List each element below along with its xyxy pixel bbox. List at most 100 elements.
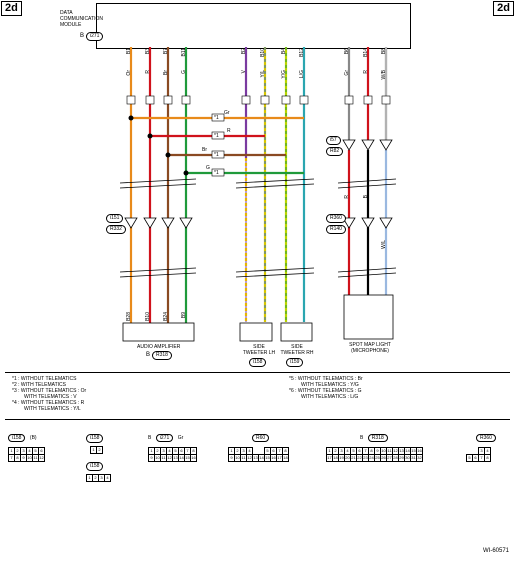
note-row: *3 : WITHOUT TELEMATICS : Or (12, 388, 86, 394)
connector-view-id: R360 (476, 434, 496, 442)
cross-color-label: Gr (224, 110, 230, 116)
data-communication-module-box (96, 3, 411, 49)
dcm-title: DATA COMMUNICATION MODULE (60, 10, 103, 28)
divider (5, 372, 510, 373)
note-row: *5 : WITHOUT TELEMATICS : Br (289, 376, 363, 382)
pin-label: B4 (281, 48, 287, 55)
dcm-title-line3: MODULE (60, 22, 82, 28)
pin-label: B10 (145, 312, 151, 321)
audio-amplifier-label: AUDIO AMPLIFIER (137, 344, 181, 350)
note-text: : WITHOUT TELEMATICS : R (18, 400, 85, 406)
wire-color-label: Br (163, 70, 169, 75)
spot-light-line2: (MICROPHONE) (351, 348, 389, 354)
audio-amp-conn-prefix: B (146, 352, 151, 358)
connector-view-prefix: B (360, 435, 364, 441)
connector-view-id: i158 (86, 434, 104, 443)
pin-label: B12 (299, 48, 305, 57)
connector-view-prefix: B (148, 435, 152, 441)
connector-view-id: i158 (8, 434, 26, 442)
pin-label: B28 (126, 312, 132, 321)
connector-view-id: R60 (252, 434, 270, 442)
connector-view-id: R318 (367, 434, 388, 442)
connector-r82: R82 (326, 147, 344, 156)
wire-color-label: Y/G (281, 70, 287, 79)
notes-right: *5 : WITHOUT TELEMATICS : Br WITH TELEMA… (289, 376, 363, 400)
note-text: : WITHOUT TELEMATICS : Br (295, 376, 363, 382)
page-tag-right: 2d (493, 1, 514, 16)
connector-view-extra: Gr (177, 435, 184, 441)
tweeter-lh-label: SIDE TWEETER LH (242, 344, 276, 356)
pin-label: B8 (381, 48, 387, 55)
pin-label: B3 (145, 48, 151, 55)
wire-color-label: W/L (381, 240, 387, 249)
pin-label: B7 (163, 48, 169, 55)
connector-triangles (124, 139, 393, 229)
pin-label: B1 (126, 48, 132, 55)
dcm-title-line1: DATA (60, 10, 73, 16)
tweeter-lh-line2: TWEETER LH (242, 350, 276, 356)
cross-note: *1 (214, 133, 219, 139)
pin-label: B14 (363, 48, 369, 57)
wire-color-label: Or (126, 70, 132, 76)
wire-color-label: Y/L (260, 70, 266, 78)
spot-light-label: SPOT MAP LIGHT (MICROPHONE) (345, 342, 395, 354)
splice-markers (126, 95, 391, 177)
note-row: *1 : WITHOUT TELEMATICS (12, 376, 86, 382)
note-row: *4 : WITHOUT TELEMATICS : R (12, 400, 86, 406)
cross-note: *1 (214, 152, 219, 158)
cross-note: *1 (214, 115, 219, 121)
connector-r332: R332 (106, 225, 126, 234)
cross-color-label: G (206, 165, 210, 171)
note-row: *6 : WITHOUT TELEMATICS : G (289, 388, 363, 394)
pin-label: B11 (181, 48, 187, 57)
wiring-diagram (119, 47, 397, 342)
connector-i57: i57 (326, 136, 341, 145)
note-row: WITH TELEMATICS : Y/L (24, 406, 81, 412)
connector-r140: R140 (326, 225, 346, 234)
tweeter-lh-connector: i158 (249, 358, 267, 367)
wire-color-label: W/B (381, 70, 387, 80)
note-key: *6 (289, 388, 294, 394)
tweeter-rh-line2: TWEETER RH (280, 350, 314, 356)
pin-label: B6 (344, 48, 350, 55)
wire-color-label: Gr (344, 70, 350, 76)
bottom-boxes (122, 294, 394, 342)
notes-left: *1 : WITHOUT TELEMATICS *2 : WITH TELEMA… (12, 376, 86, 412)
note-text: : WITHOUT TELEMATICS : Or (18, 388, 87, 394)
connector-r360: R360 (326, 214, 346, 223)
dcm-connector-id: i271 (86, 32, 104, 41)
connector-view-id: i271 (155, 434, 174, 442)
page-tag-left: 2d (1, 1, 22, 16)
junction-dots (128, 115, 189, 176)
divider (5, 419, 510, 420)
wire-color-label: R (145, 70, 151, 74)
figure-code: WI-60571 (482, 548, 509, 554)
tweeter-lh-line1: SIDE (253, 344, 265, 350)
connector-i151: i151 (106, 214, 124, 223)
wire-color-label: G (181, 70, 187, 74)
spot-light-line1: SPOT MAP LIGHT (349, 342, 391, 348)
pin-label: B24 (163, 312, 169, 321)
note-key: *2 (12, 382, 17, 388)
note-key: *1 (12, 376, 17, 382)
note-text: : WITHOUT TELEMATICS : G (295, 388, 362, 394)
wire-color-label: B (363, 195, 369, 199)
wire-color-label: V (241, 70, 247, 74)
audio-amp-connector: R318 (152, 351, 172, 360)
note-key: *5 (289, 376, 294, 382)
cross-note: *1 (214, 170, 219, 176)
cross-color-label: Br (202, 147, 207, 153)
dcm-conn-prefix: B (80, 33, 85, 39)
pin-label: B9 (181, 312, 187, 319)
note-text: : WITHOUT TELEMATICS (18, 376, 77, 382)
